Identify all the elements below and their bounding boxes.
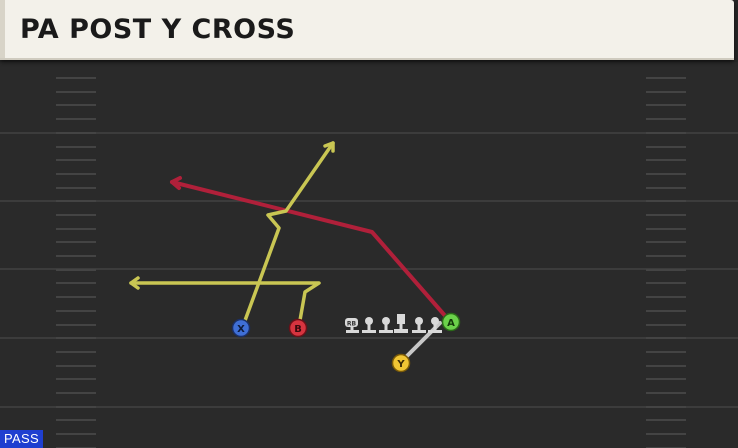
route-b-arrowhead: [129, 276, 140, 290]
player-x[interactable]: X: [231, 318, 251, 338]
player-a[interactable]: A: [441, 312, 461, 332]
route-b-cross: [129, 281, 321, 328]
play-header: PA POST Y CROSS: [0, 0, 734, 60]
route-x-go: [241, 141, 335, 328]
player-a-label: A: [447, 318, 455, 329]
lineman-4: [428, 317, 442, 333]
lineman-3: [412, 317, 426, 333]
offensive-line: RB: [345, 314, 442, 333]
route-x-arrowhead: [323, 141, 335, 153]
header-accent: [0, 0, 5, 58]
player-y[interactable]: Y: [391, 353, 411, 373]
route-a-arrowhead: [170, 176, 182, 190]
play-type-badge: PASS: [0, 430, 43, 448]
hash-marks-left: [56, 77, 96, 448]
hash-marks-right: [646, 77, 686, 448]
lineman-1: [362, 317, 376, 333]
route-a-post: [170, 180, 449, 320]
player-b-label: B: [294, 324, 302, 335]
football-field: [0, 62, 738, 448]
player-y-label: Y: [396, 359, 405, 370]
lineman-2: [379, 317, 393, 333]
yard-lines: [0, 132, 738, 408]
rb-label: RB: [347, 321, 357, 328]
play-title: PA POST Y CROSS: [20, 14, 296, 45]
center: [394, 314, 408, 333]
player-x-label: X: [237, 324, 245, 335]
lineman-rb: RB: [345, 318, 359, 333]
player-b[interactable]: B: [288, 318, 308, 338]
